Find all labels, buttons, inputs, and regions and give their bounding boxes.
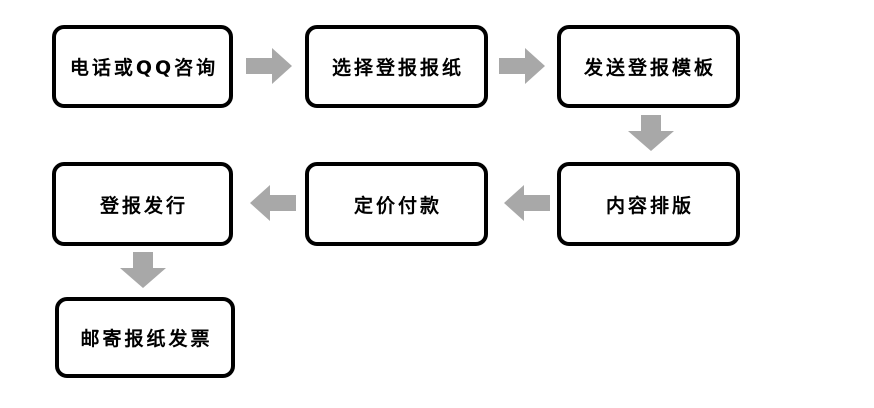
flow-step-label: 定价付款 <box>353 194 442 217</box>
flow-step-phone-qq-consult: 电话或QQ咨询 <box>52 25 233 108</box>
arrow-left-icon <box>504 185 550 221</box>
arrow-down-icon <box>628 115 674 151</box>
flow-step-mail-newspaper-invoice: 邮寄报纸发票 <box>55 297 235 378</box>
flow-step-label: 邮寄报纸发票 <box>80 328 213 350</box>
flow-step-label: 登报发行 <box>99 194 188 217</box>
flow-step-choose-newspaper: 选择登报报纸 <box>305 25 488 108</box>
flow-step-pricing-payment: 定价付款 <box>305 162 488 246</box>
flow-step-label: 发送登报模板 <box>583 57 716 79</box>
flow-step-label: 选择登报报纸 <box>331 57 464 79</box>
arrow-down-icon <box>120 252 166 288</box>
arrow-right-icon <box>499 48 545 84</box>
arrow-left-icon <box>250 185 296 221</box>
arrow-right-icon <box>246 48 292 84</box>
flow-step-publish-issue: 登报发行 <box>52 162 233 246</box>
flow-step-label: 电话或QQ咨询 <box>69 57 219 79</box>
flow-step-content-typesetting: 内容排版 <box>557 162 740 246</box>
flow-step-send-template: 发送登报模板 <box>557 25 740 108</box>
flow-step-label: 内容排版 <box>605 194 694 217</box>
